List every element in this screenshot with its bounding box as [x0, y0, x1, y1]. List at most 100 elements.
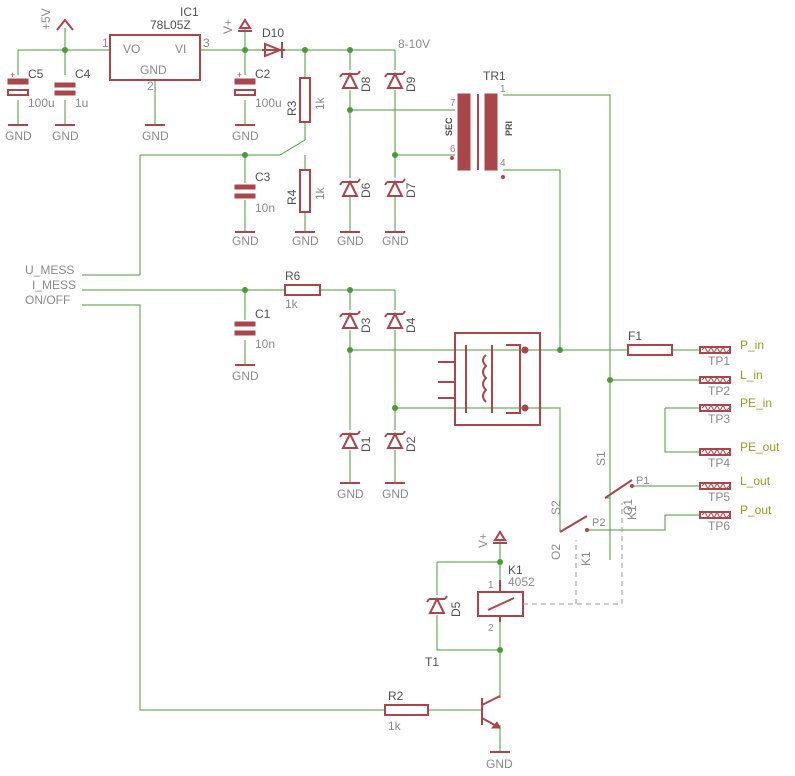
svg-text:D2: D2 [404, 436, 418, 452]
supply-5v-label: +5V [39, 8, 53, 30]
svg-text:100u: 100u [255, 96, 282, 110]
svg-text:PRI: PRI [504, 121, 514, 136]
svg-text:D7: D7 [404, 182, 418, 198]
supply-5v-symbol: +5V [39, 8, 74, 31]
wires [17, 28, 700, 752]
i-mess-label: I_MESS [32, 278, 76, 292]
supply-vplus-symbol-1: V+ [221, 18, 252, 34]
gnd-symbols: GND GND GND GND GND GND GND GND GND GND … [5, 124, 513, 771]
cap-c5: + C5 100u [7, 67, 55, 110]
svg-text:GND: GND [232, 129, 259, 143]
junctions [62, 47, 613, 653]
ic1-value: 78L05Z [150, 18, 191, 32]
svg-text:C4: C4 [75, 67, 91, 81]
svg-text:TR1: TR1 [483, 69, 506, 83]
svg-text:C2: C2 [255, 67, 271, 81]
testpoint-label: TP3 [708, 412, 730, 426]
svg-text:2: 2 [488, 623, 494, 634]
ic1-pin-gnd: GND [140, 63, 167, 77]
svg-text:1k: 1k [313, 186, 327, 200]
resistor-r6: R6 1k [284, 269, 321, 311]
svg-text:+: + [10, 70, 15, 80]
testpoint-body [699, 404, 731, 412]
u-mess-label: U_MESS [25, 263, 74, 277]
svg-text:GND: GND [382, 487, 409, 501]
cap-c1: C1 10n [234, 307, 275, 351]
svg-text:4052: 4052 [508, 575, 535, 589]
testpoint-body [699, 482, 731, 490]
testpoint-label: TP1 [708, 354, 730, 368]
svg-text:T1: T1 [425, 655, 439, 669]
transformer-tr1: TR1 7 6 1 4 SEC PRI [444, 69, 514, 179]
svg-text:1: 1 [500, 84, 506, 95]
svg-text:F1: F1 [628, 329, 642, 343]
testpoint-body [699, 511, 731, 519]
signal-labels: U_MESS I_MESS ON/OFF [25, 263, 76, 307]
svg-text:1u: 1u [75, 96, 88, 110]
ic1-pin3: 3 [203, 36, 210, 50]
svg-text:C3: C3 [255, 170, 271, 184]
zener-d3 [339, 310, 361, 329]
net-label: L_in [740, 368, 763, 382]
svg-text:10n: 10n [255, 337, 275, 351]
resistor-r3: R3 1k [285, 77, 327, 123]
svg-text:P1: P1 [636, 475, 649, 487]
svg-text:4: 4 [500, 158, 506, 169]
testpoint-body [699, 346, 731, 354]
svg-text:O1: O1 [621, 499, 635, 515]
svg-text:GND: GND [52, 129, 79, 143]
svg-text:R6: R6 [285, 269, 301, 283]
svg-text:10n: 10n [255, 201, 275, 215]
ic1-regulator: VO VI GND 1 3 2 IC1 78L05Z [102, 5, 210, 93]
svg-text:D5: D5 [449, 601, 463, 617]
net-label: PE_out [740, 440, 780, 454]
fuse-f1: F1 [627, 329, 673, 356]
svg-text:1: 1 [488, 580, 494, 591]
on-off-label: ON/OFF [25, 293, 70, 307]
svg-text:K1: K1 [579, 551, 593, 566]
svg-text:D4: D4 [404, 317, 418, 333]
zener-d9 [384, 70, 406, 89]
diodes-zener [339, 70, 448, 614]
testpoint-label: TP6 [708, 519, 730, 533]
svg-text:1k: 1k [388, 719, 402, 733]
svg-text:O2: O2 [549, 544, 563, 560]
range-label: 8-10V [398, 37, 430, 51]
supply-vplus-symbol-2: V+ [476, 530, 507, 548]
zener-d1 [339, 430, 361, 449]
svg-text:D6: D6 [359, 182, 373, 198]
cap-c3: C3 10n [234, 170, 275, 215]
test-points: P_inTP1L_inTP2PE_inTP3PE_outTP4L_outTP5P… [699, 338, 780, 533]
cap-c4: C4 1u [54, 67, 91, 110]
net-label: L_out [740, 474, 771, 488]
svg-text:C1: C1 [255, 307, 271, 321]
resistor-r4: R4 1k [285, 169, 327, 213]
current-transformer [438, 332, 541, 426]
svg-text:GND: GND [292, 234, 319, 248]
svg-text:6: 6 [450, 144, 456, 155]
diode-d10: D10 [262, 26, 285, 58]
svg-text:D8: D8 [359, 76, 373, 92]
svg-text:SEC: SEC [444, 117, 454, 136]
svg-text:K1: K1 [508, 563, 523, 577]
transistor-t1: T1 [425, 655, 501, 729]
zener-d7 [384, 178, 406, 197]
relay-k1: 1 2 K1 4052 S1 S2 O1 O2 P1 P2 K1 K1 [477, 451, 649, 634]
svg-text:S1: S1 [594, 451, 608, 466]
svg-text:7: 7 [450, 98, 456, 109]
svg-text:D10: D10 [262, 26, 284, 40]
svg-text:100u: 100u [28, 96, 55, 110]
zener-d4 [384, 310, 406, 329]
svg-text:GND: GND [382, 234, 409, 248]
svg-text:GND: GND [232, 234, 259, 248]
vplus-label-1: V+ [221, 19, 235, 34]
svg-text:GND: GND [337, 234, 364, 248]
svg-text:1k: 1k [313, 96, 327, 110]
svg-text:D1: D1 [359, 436, 373, 452]
svg-text:GND: GND [486, 757, 513, 771]
svg-text:GND: GND [5, 129, 32, 143]
